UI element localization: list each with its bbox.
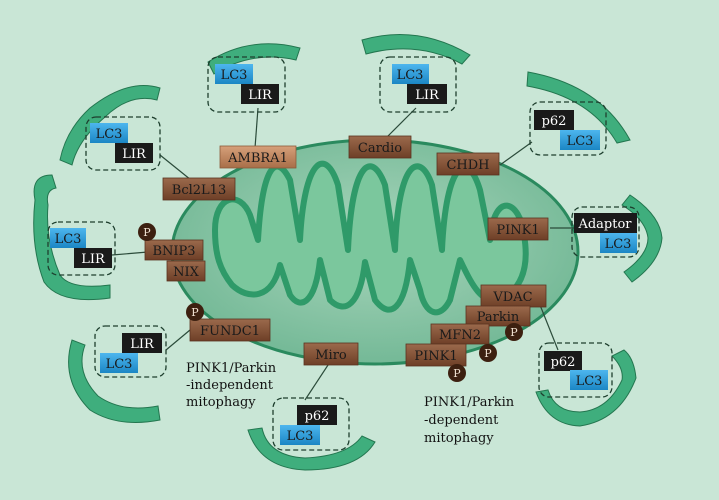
lc3-label: LC3	[397, 68, 424, 83]
lc3-box-upper-right	[560, 130, 600, 150]
phospho-label: P	[510, 326, 518, 339]
miro-box	[303, 342, 359, 366]
phagophore-membranes	[33, 34, 663, 471]
lc3-label: LC3	[221, 68, 248, 83]
lir-box-top	[407, 84, 447, 104]
lc3-box-top	[392, 64, 429, 84]
phagophore-lower-right	[535, 349, 637, 427]
receptor-complexes	[47, 56, 640, 451]
lc3-box-left	[50, 228, 86, 248]
p62-box-bottom	[297, 405, 337, 425]
caption-dependent-line1: PINK1/Parkin	[424, 395, 515, 410]
phospho-bnip3	[138, 223, 156, 241]
p62-label: p62	[305, 409, 330, 424]
phospho-fundc1	[186, 303, 204, 321]
bnip3-label: BNIP3	[152, 244, 195, 259]
bnip3-box	[144, 239, 204, 261]
lc3-box-lower-left	[100, 353, 138, 373]
caption-dependent: PINK1/Parkin -dependent mitophagy	[424, 395, 515, 446]
p62-label: p62	[542, 114, 567, 129]
lir-box-lower-left	[122, 333, 162, 353]
mitochondrial-receptors: AMBRA1 Cardio CHDH Bcl2L13 BNIP3 NIX PIN…	[144, 135, 549, 367]
lc3-label: LC3	[605, 237, 632, 252]
p62-label: p62	[551, 355, 576, 370]
phospho-label: P	[191, 306, 199, 319]
phagophore-top	[361, 34, 471, 65]
lc3-box-bottom	[280, 425, 320, 445]
autophagy-adaptor-boxes: LC3 LIR LC3 LIR p62 LC3 LC3 LIR LC3 LIR …	[50, 64, 637, 445]
vdac-label: VDAC	[492, 290, 532, 305]
bcl2l13-box	[162, 177, 236, 201]
cardio-label: Cardio	[358, 141, 402, 156]
lir-label: LIR	[415, 88, 440, 103]
caption-independent: PINK1/Parkin -independent mitophagy	[186, 361, 277, 410]
mitochondrion-cristae	[212, 160, 529, 316]
phospho-label: P	[453, 367, 461, 380]
lc3-label: LC3	[106, 357, 133, 372]
phospho-label: P	[143, 226, 151, 239]
p62-box-upper-right	[534, 110, 574, 130]
lc3-label: LC3	[287, 429, 314, 444]
lc3-box-lower-right	[570, 370, 608, 390]
pink1-right-label: PINK1	[496, 223, 539, 238]
mfn2-label: MFN2	[439, 328, 481, 343]
lir-box-upper-left	[115, 143, 153, 163]
p62-box-lower-right	[544, 351, 582, 371]
chdh-label: CHDH	[446, 158, 489, 173]
phagophore-lower-left	[68, 339, 161, 423]
pink1-right-box	[487, 217, 549, 241]
lc3-box-right	[600, 233, 637, 253]
ambra1-label: AMBRA1	[227, 151, 288, 166]
lir-label: LIR	[248, 88, 273, 103]
caption-dependent-line3: mitophagy	[424, 431, 494, 446]
lir-label: LIR	[81, 252, 106, 267]
fundc1-label: FUNDC1	[200, 324, 260, 339]
pink1-bottom-label: PINK1	[414, 349, 457, 364]
lc3-box-upper-left	[90, 123, 128, 143]
caption-dependent-line2: -dependent	[424, 413, 499, 428]
lir-box-top-left	[241, 84, 279, 104]
lc3-label: LC3	[55, 232, 82, 247]
phospho-pink1	[448, 364, 466, 382]
caption-independent-line2: -independent	[186, 378, 274, 393]
phospho-parkin	[505, 323, 523, 341]
phagophore-bottom	[247, 427, 376, 471]
adaptor-label: Adaptor	[577, 217, 632, 232]
phosphate-groups: P P P P P	[138, 223, 523, 382]
phospho-mfn2	[479, 344, 497, 362]
parkin-label: Parkin	[477, 310, 520, 325]
miro-label: Miro	[315, 348, 347, 363]
ambra1-box	[219, 145, 297, 169]
phagophore-right	[621, 194, 663, 283]
adaptor-box-right	[574, 213, 637, 233]
parkin-box	[465, 305, 531, 327]
phagophore-upper-right	[526, 71, 631, 144]
caption-independent-line3: mitophagy	[186, 395, 256, 410]
phospho-label: P	[484, 347, 492, 360]
fundc1-box	[189, 318, 271, 342]
lir-box-left	[74, 248, 112, 268]
lc3-label: LC3	[576, 374, 603, 389]
lc3-label: LC3	[567, 134, 594, 149]
lir-label: LIR	[122, 147, 147, 162]
nix-label: NIX	[173, 265, 200, 280]
lc3-label: LC3	[96, 127, 123, 142]
cardio-box	[348, 135, 412, 159]
lc3-box-top-left	[215, 64, 253, 84]
nix-box	[166, 260, 206, 282]
lir-label: LIR	[130, 337, 155, 352]
bcl2l13-label: Bcl2L13	[172, 183, 226, 198]
chdh-box	[436, 152, 500, 176]
pink1-bottom-box	[405, 343, 467, 367]
caption-independent-line1: PINK1/Parkin	[186, 361, 277, 376]
